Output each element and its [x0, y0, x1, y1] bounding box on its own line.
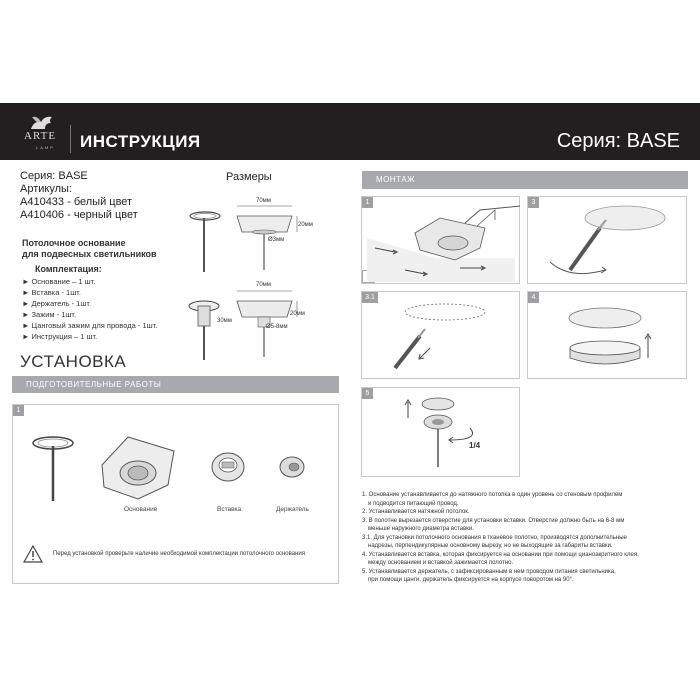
bracket-part-icon [279, 456, 305, 478]
insert-part-icon [211, 452, 245, 482]
article-black: A410406 - черный цвет [20, 209, 138, 221]
logo-divider [70, 125, 71, 153]
logo-word: ARTE [24, 130, 57, 142]
ceiling-mount-illustration [367, 205, 521, 282]
dim-bottom-width: 70мм [256, 282, 271, 288]
step-number: 5 [362, 388, 373, 399]
kit-list: ► Основание – 1 шт. ► Вставка - 1шт. ► Д… [22, 276, 157, 342]
note-line: 3.1. Для установки потолочного основания… [362, 534, 627, 541]
warning-text: Перед установкой проверьте наличие необх… [53, 551, 305, 557]
kit-label: Комплектация: [35, 264, 102, 274]
cut-hole-illustration [549, 205, 666, 275]
mount-bar: МОНТАЖ [362, 171, 688, 189]
holder-rotate-illustration [404, 397, 473, 467]
series-label: Серия: BASE [20, 170, 88, 182]
insert-install-illustration [568, 307, 652, 365]
dim-bottom-height: 20мм [290, 311, 305, 317]
dimensions-label: Размеры [226, 171, 272, 183]
list-item: ► Инструкция – 1 шт. [22, 332, 98, 341]
list-item: ► Цанговый зажим для провода - 1шт. [22, 321, 158, 330]
list-item: ► Основание – 1 шт. [22, 277, 96, 286]
list-item: ► Держатель - 1шт. [22, 299, 92, 308]
note-line: 3. В полотне вырезается отверстие для ус… [362, 517, 625, 524]
caption-insert: Вставка [217, 506, 242, 513]
list-item: ► Зажим - 1шт. [22, 310, 77, 319]
page-title: ИНСТРУКЦИЯ [80, 132, 201, 151]
base-part-icon [101, 436, 175, 500]
header-bar [0, 103, 700, 160]
step-number: 1 [362, 197, 373, 208]
note-line: меньше наружного диаметра вставки. [368, 526, 474, 532]
dim-top-width: 70мм [256, 198, 271, 204]
dim-bottom-left: 30мм [217, 318, 232, 324]
note-line: и подводится питающий провод. [368, 500, 459, 507]
list-item: ► Вставка - 1шт. [22, 288, 81, 297]
rotation-label: 1/4 [469, 441, 481, 450]
warning-icon [22, 544, 44, 563]
article-white: A410433 - белый цвет [20, 196, 133, 208]
description-line1: Потолочное основание [22, 238, 126, 248]
note-line: 2. Устанавливается натяжной потолок. [362, 509, 470, 515]
prep-bar: ПОДГОТОВИТЕЛЬНЫЕ РАБОТЫ [12, 376, 339, 393]
prep-panel: 1 [12, 404, 339, 584]
mount-notes: 1. Основание устанавливается до натяжног… [362, 491, 692, 585]
note-line: между основанием и вставкой зажимается п… [368, 560, 514, 566]
series-title: Серия: BASE [556, 130, 680, 152]
note-line: при помощи цанги, держатель фиксируется … [368, 577, 574, 583]
install-title: УСТАНОВКА [20, 352, 127, 371]
base-drawing-top [236, 205, 298, 270]
dim-top-diameter: Ø3мм [268, 237, 285, 243]
articles-label: Артикулы: [20, 183, 72, 195]
caption-base: Основание [124, 506, 158, 513]
dim-bottom-diameter: Ø5-8мм [266, 324, 288, 330]
step-number: 1 [13, 405, 24, 416]
mount-step-3-1: 3.1 [361, 291, 520, 379]
note-line: 5. Устанавливается держатель, с зафиксир… [362, 568, 616, 575]
note-line: надрезы, перпендикулярные основному выре… [368, 543, 613, 549]
caption-bracket: Держатель [276, 506, 309, 513]
note-line: 4. Устанавливается вставка, которая фикс… [362, 551, 639, 558]
description-line2: для подвесных светильников [22, 249, 157, 259]
holder-drawing-top [189, 211, 221, 272]
logo-sub: LAMP [36, 145, 55, 150]
dim-top-height: 20мм [298, 222, 313, 228]
base-drawing-bottom [236, 290, 298, 357]
step-number: 4 [528, 292, 539, 303]
holder-part-icon [32, 436, 74, 501]
lion-logo-icon [31, 116, 52, 129]
holder-drawing-bottom [188, 300, 220, 360]
note-line: 1. Основание устанавливается до натяжног… [362, 492, 623, 498]
cuts-illustration [393, 303, 486, 370]
step-number: 3.1 [362, 292, 378, 303]
step-number: 3 [528, 197, 539, 208]
